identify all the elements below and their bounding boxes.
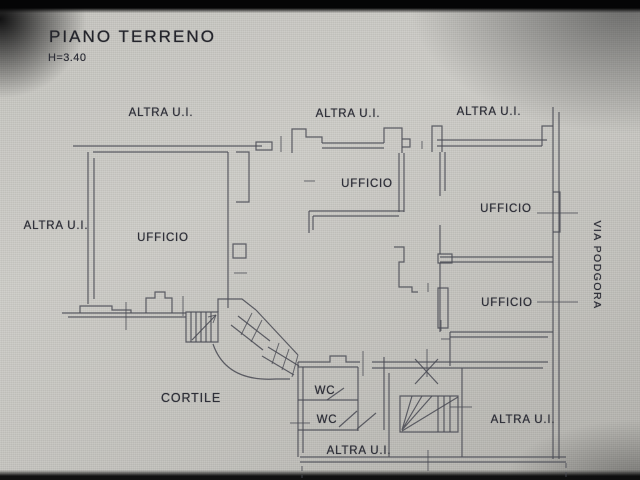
room-label-altra-ui-left: ALTRA U.I.	[23, 220, 89, 232]
room-label-wc-upper: WC	[314, 385, 336, 397]
room-label-altra-ui-top-middle: ALTRA U.I.	[315, 108, 381, 120]
street-label-via-podgora: VIA PODGORA	[591, 220, 603, 310]
ceiling-height-note: H=3.40	[48, 52, 87, 64]
winder-stair-icon	[388, 373, 459, 457]
left-unit-walls	[62, 145, 262, 330]
middle-unit-walls	[255, 127, 411, 233]
room-label-altra-ui-top-right: ALTRA U.I.	[456, 106, 522, 118]
room-label-altra-ui-top-left: ALTRA U.I.	[128, 107, 194, 119]
room-label-ufficio-middle: UFFICIO	[341, 178, 393, 190]
bottom-right-room-walls	[300, 349, 567, 480]
room-label-wc-lower: WC	[316, 414, 338, 426]
page-title: PIANO TERRENO	[49, 27, 216, 46]
room-label-ufficio-right-upper: UFFICIO	[480, 203, 532, 215]
room-label-cortile: CORTILE	[160, 391, 222, 405]
room-label-ufficio-left: UFFICIO	[137, 232, 189, 244]
straight-stair-and-ramp-icon	[182, 296, 300, 380]
room-label-ufficio-right-lower: UFFICIO	[481, 297, 533, 309]
room-label-altra-ui-bottom: ALTRA U.I.	[326, 445, 392, 457]
room-label-altra-ui-bottom-right: ALTRA U.I.	[490, 414, 556, 426]
wc-walls	[290, 355, 385, 457]
right-wing-walls	[394, 107, 578, 459]
